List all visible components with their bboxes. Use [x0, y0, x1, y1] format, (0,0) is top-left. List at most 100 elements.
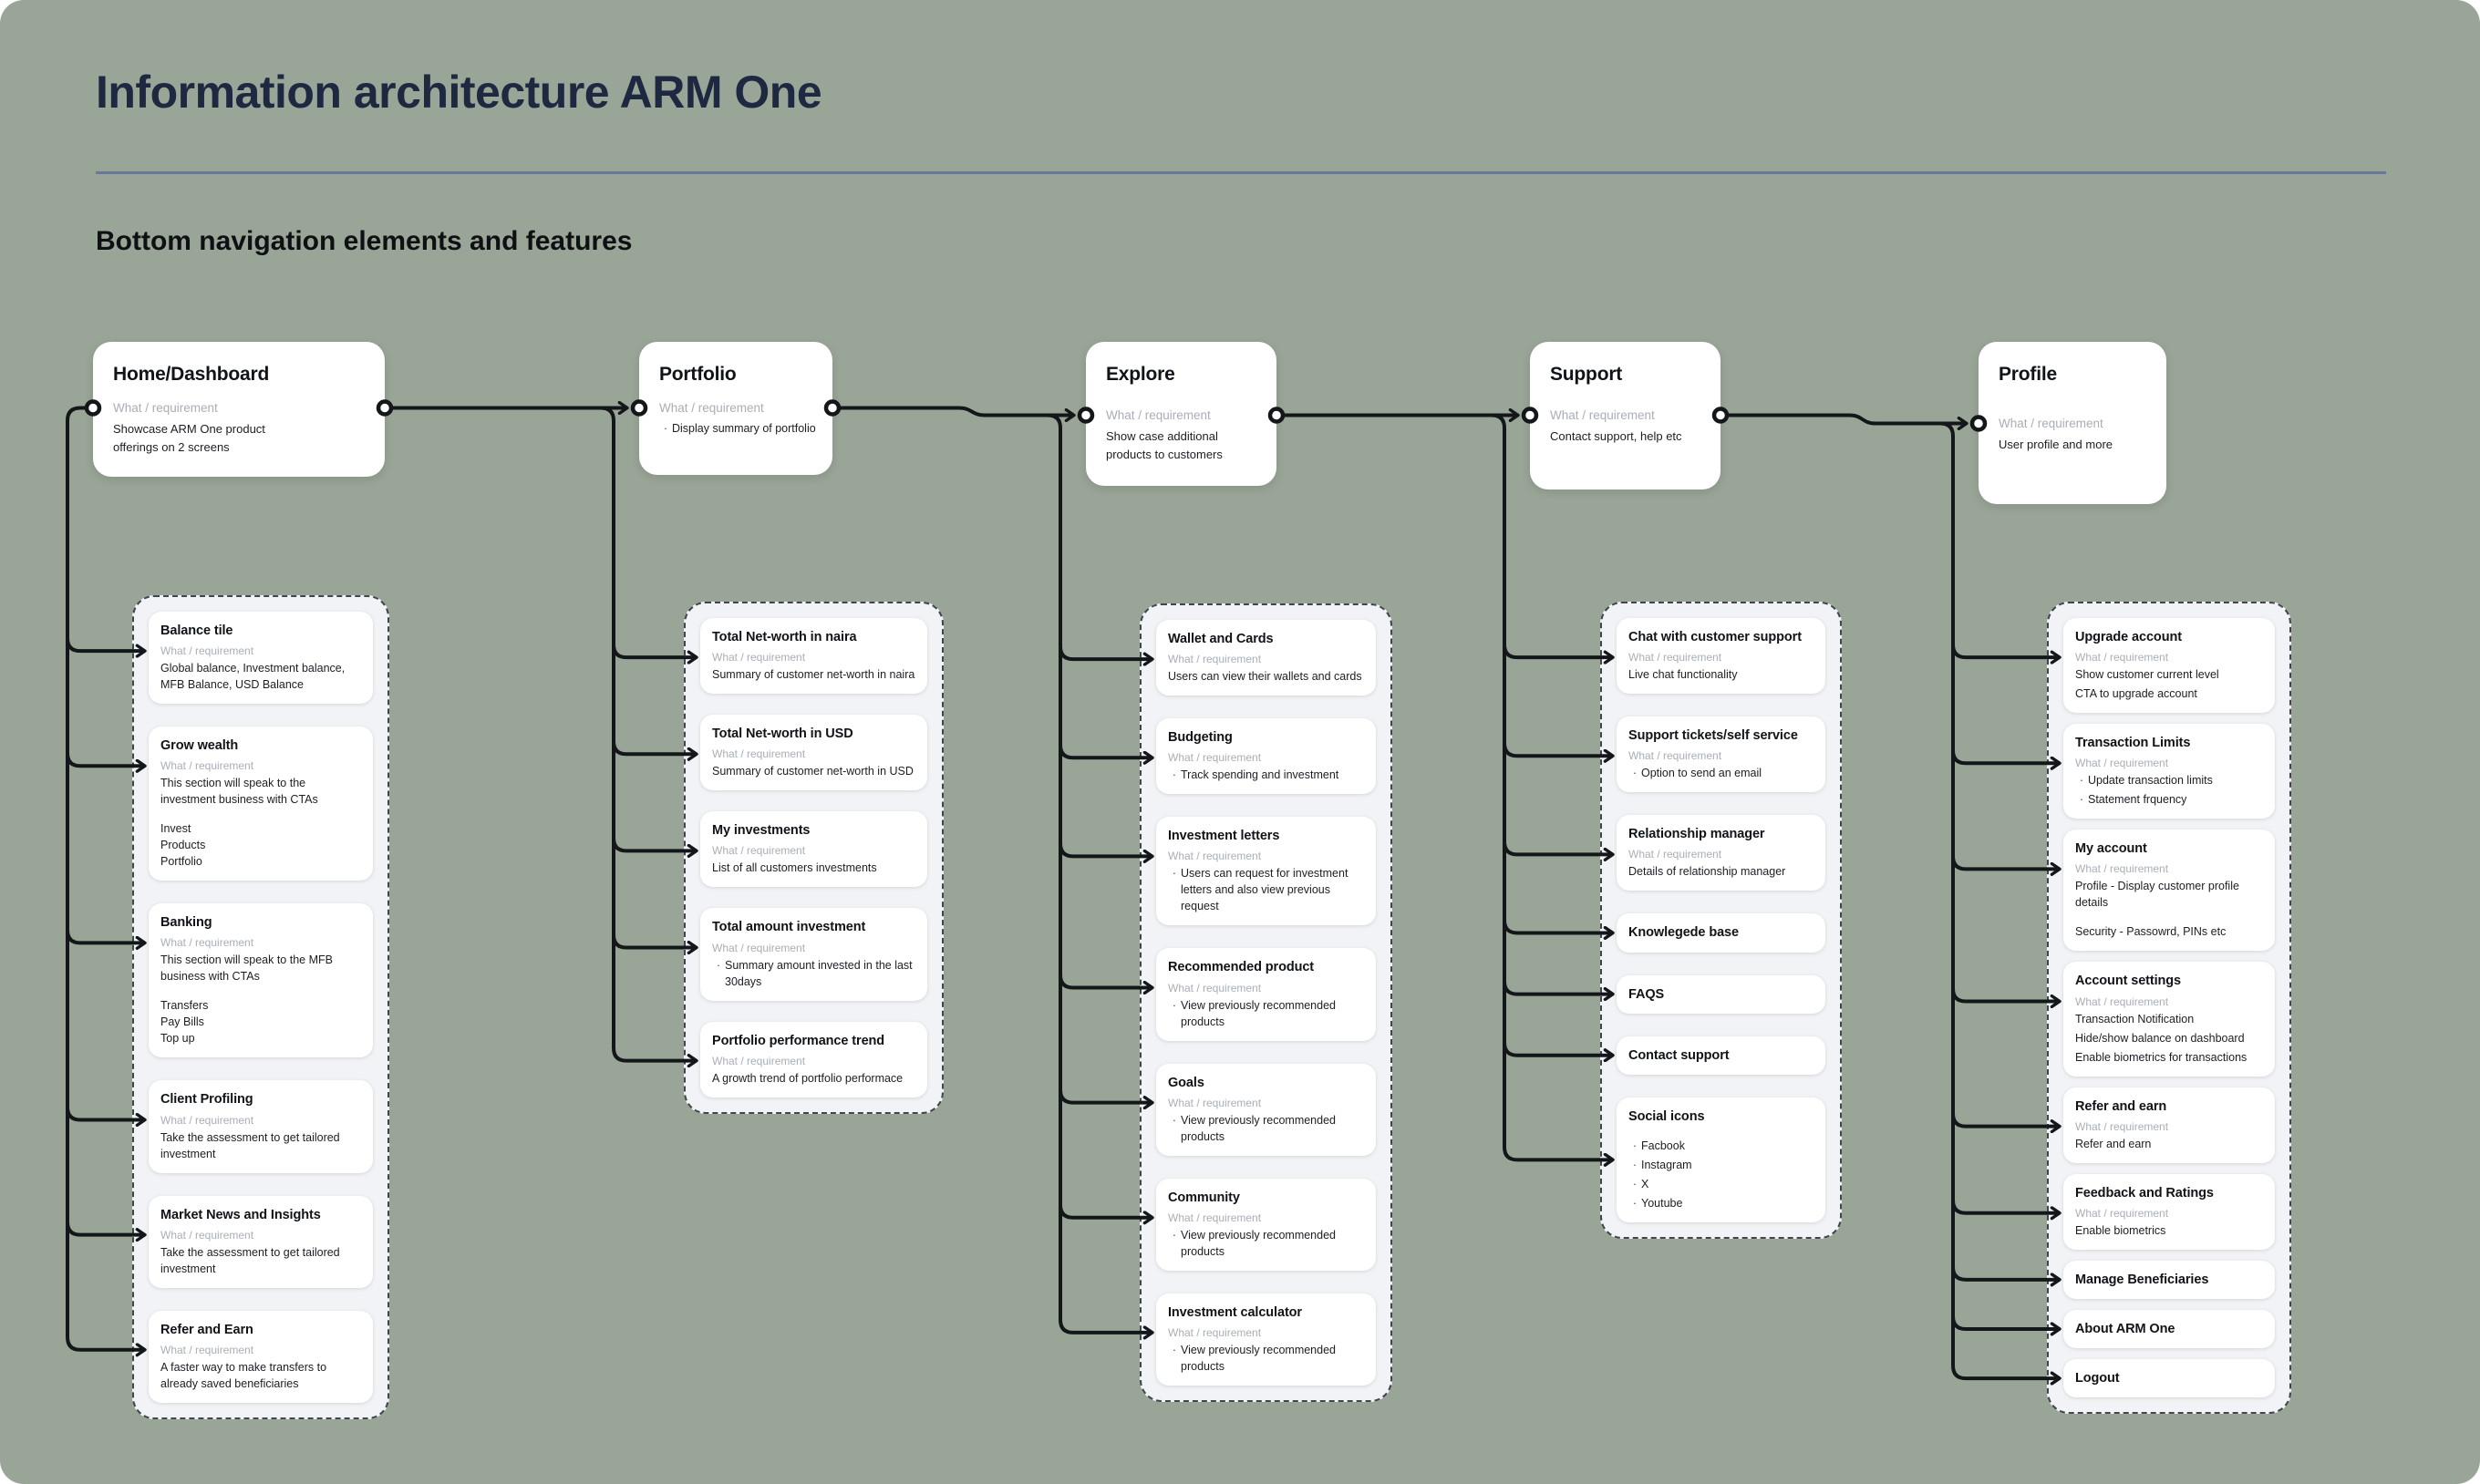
requirement-label: What / requirement	[1168, 653, 1262, 666]
node-body-line: Show customer current level	[2075, 668, 2219, 682]
bullet-dot: ·	[716, 958, 721, 972]
node-body-line: Summary of customer net-worth in USD	[712, 765, 914, 778]
node-title: Home/Dashboard	[113, 364, 270, 385]
requirement-label: What / requirement	[160, 1343, 254, 1356]
node-card-contact-support[interactable]: Contact support	[1617, 1036, 1825, 1075]
requirement-label: What / requirement	[113, 401, 218, 415]
bullet-text: Users can request for investment letters…	[1181, 867, 1348, 913]
requirement-label: What / requirement	[1628, 848, 1722, 861]
node-card-manage-beneficiaries[interactable]: Manage Beneficiaries	[2063, 1260, 2275, 1299]
divider-line	[96, 171, 2386, 174]
bullet-text: View previously recommended products	[1181, 1343, 1336, 1373]
node-body-line: Take the assessment to get tailored inve…	[160, 1130, 340, 1160]
node-body-line: Transaction Notification	[2075, 1012, 2195, 1025]
bullet-dot: ·	[1172, 1228, 1177, 1242]
bullet-item: ·View previously recommended products	[1168, 1227, 1364, 1260]
bullet-item: ·View previously recommended products	[1168, 997, 1364, 1030]
requirement-label: What / requirement	[160, 644, 254, 658]
requirement-label: What / requirement	[160, 936, 254, 950]
node-title: FAQS	[1628, 986, 1665, 1002]
node-title: Total amount investment	[712, 920, 866, 935]
sublist-line: Transfers	[160, 999, 209, 1013]
bullet-list: ·Update transaction limits·Statement frq…	[2075, 772, 2263, 808]
bullet-text: Facbook	[1641, 1139, 1685, 1152]
node-title: My account	[2075, 841, 2147, 857]
bullet-item: ·Track spending and investment	[1168, 767, 1364, 783]
node-title: Chat with customer support	[1628, 630, 1802, 644]
node-body-line: CTA to upgrade account	[2075, 687, 2197, 701]
node-card-knowlegede-base[interactable]: Knowlegede base	[1617, 913, 1825, 953]
bullet-dot: ·	[1172, 1343, 1177, 1356]
node-title: Balance tile	[160, 623, 233, 638]
bullet-text: Youtube	[1641, 1196, 1683, 1210]
branch-recommended-product	[1059, 974, 1152, 988]
branch-budgeting	[1059, 745, 1152, 757]
node-title: Social icons	[1628, 1108, 1705, 1124]
branch-contact-support	[1503, 1042, 1613, 1056]
trunk-portfolio	[600, 406, 697, 1061]
node-card-social-icons[interactable]: Social icons·Facbook·Instagram·X·Youtube	[1617, 1097, 1825, 1222]
bullet-item: ·Instagram	[1628, 1157, 1814, 1173]
bullet-item: · View previously recommended products	[1168, 1342, 1364, 1375]
page-subtitle: Bottom navigation elements and features	[96, 226, 633, 256]
link-2	[839, 406, 1074, 416]
node-body-line: Take the assessment to get tailored inve…	[160, 1245, 340, 1275]
node-card-logout[interactable]: Logout	[2063, 1359, 2275, 1398]
node-title: Profile	[1999, 364, 2057, 385]
sublist-line: Top up	[160, 1032, 195, 1046]
node-title: Portfolio performance trend	[712, 1033, 885, 1048]
sublist-line: Products	[160, 839, 206, 852]
bullet-item: ·Display summary of portfolio	[659, 420, 820, 437]
node-title: Contact support	[1628, 1047, 1730, 1063]
requirement-label: What / requirement	[2075, 757, 2169, 770]
bullet-list: ·Users can request for investment letter…	[1168, 865, 1364, 914]
branch-goals	[1059, 1089, 1152, 1103]
branch-account-settings	[1951, 988, 2060, 1002]
requirement-label: What / requirement	[1999, 417, 2103, 430]
trunk-profile	[1939, 421, 2060, 1379]
requirement-label: What / requirement	[1628, 651, 1722, 665]
node-card-about-arm-one[interactable]: About ARM One	[2063, 1309, 2275, 1348]
node-title: Refer and Earn	[160, 1322, 253, 1337]
node-card-faqs[interactable]: FAQS	[1617, 974, 1825, 1014]
link-4	[1727, 413, 1967, 424]
branch-investment-letters	[1059, 843, 1152, 856]
node-body-line: This section will speak to the MFB busin…	[160, 953, 333, 984]
bullet-item: ·Facbook	[1628, 1138, 1814, 1154]
